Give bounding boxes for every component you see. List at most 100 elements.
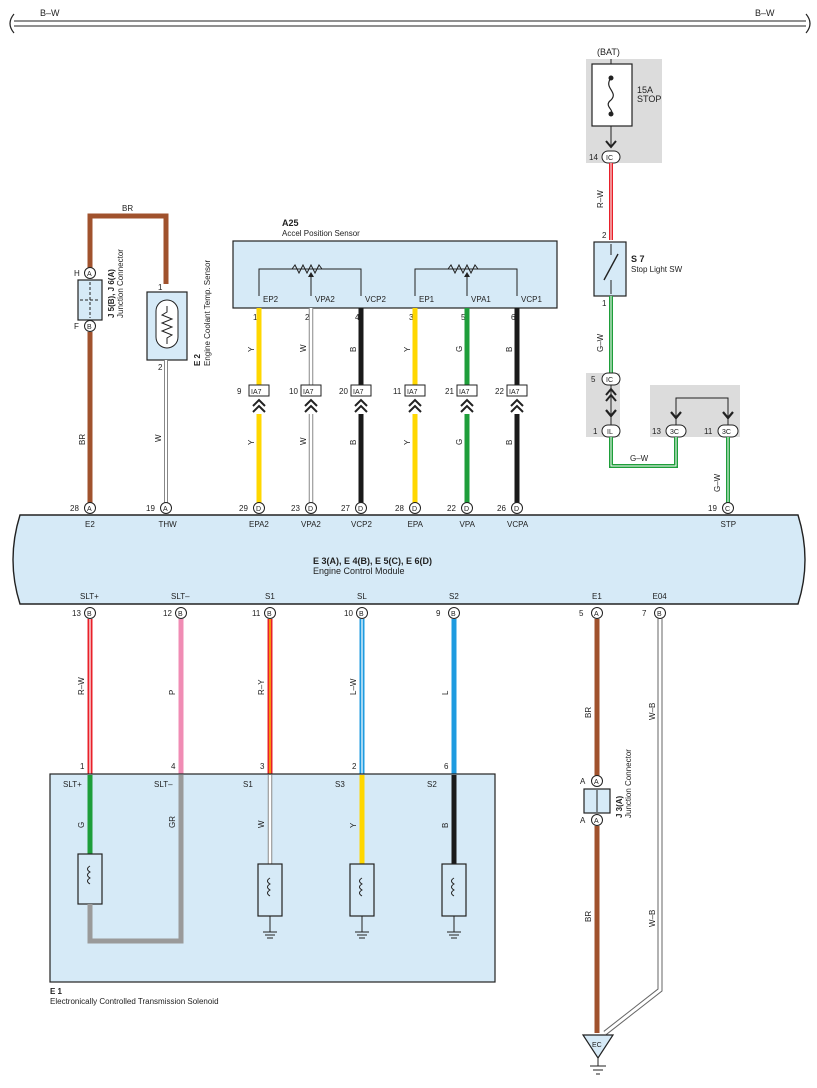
fuse-box [591, 63, 633, 127]
ia7-label-2: IA7 [353, 389, 364, 396]
solenoid-term-4: S2 [427, 780, 437, 789]
ecm-bottom-term-2: S1 [265, 592, 275, 601]
j3-conn-bottom [591, 814, 603, 826]
ecm-top-conn-4 [355, 502, 367, 514]
stop-sw-code: S 7 [631, 254, 645, 264]
wire-br-e2: BR [78, 434, 87, 445]
accel-pin-2: 2 [305, 313, 310, 322]
solenoid-term-0: SLT+ [63, 780, 82, 789]
jc-top-desc: Junction Connector [116, 249, 125, 318]
stop-sw-pin-2: 2 [602, 231, 607, 240]
pin-14: 14 [589, 153, 598, 162]
accel-wire-color-3: Y [403, 346, 412, 352]
ia7-chevron-0 [252, 398, 266, 413]
pin-5-ic: 5 [591, 375, 596, 384]
coolant-pin-2: 2 [158, 363, 163, 372]
accel-term-vcp2: VCP2 [365, 295, 386, 304]
solenoid-term-3: S3 [335, 780, 345, 789]
conn-3c-11-label: 3C [722, 429, 731, 436]
ia7-label-3: IA7 [407, 389, 418, 396]
accel-pin-6: 6 [511, 313, 516, 322]
ia7-pin-4: 21 [445, 387, 454, 396]
ecm-wire-color-1: P [168, 690, 177, 695]
ecm-top-pin-7: 26 [497, 504, 506, 513]
ecm-term-vcp2: VCP2 [351, 520, 372, 529]
ecm-bottom-term-3: SL [357, 592, 367, 601]
ia7-connector-4 [456, 384, 478, 397]
ecm-wire-color-0: R–W [77, 677, 86, 695]
wire-gw-horizontal: G–W [630, 454, 649, 463]
wire-gw-stp: G–W [713, 473, 722, 492]
pin-1-il: 1 [593, 427, 598, 436]
ecm-top-pin-5: 28 [395, 504, 404, 513]
jc-top-conn-b [84, 320, 96, 332]
pin-11-3c: 11 [704, 427, 713, 436]
ecm-top-pin-6: 22 [447, 504, 456, 513]
ecm-wire-color-4: L [441, 690, 450, 695]
ecm-bottom-pin-2: 11 [252, 609, 261, 618]
ia7-chevron-3 [408, 398, 422, 413]
accel-pin-3: 3 [409, 313, 414, 322]
accel-term-vpa1: VPA1 [471, 295, 491, 304]
connector-ic-bottom-label: IC [606, 377, 613, 384]
solenoid-coil-0 [77, 853, 103, 905]
solenoid-wire-color-1: GR [168, 816, 177, 828]
ia7-chevron-4 [460, 398, 474, 413]
ecm-wire-color-3: L–W [349, 678, 358, 695]
ground-icon-3 [355, 931, 369, 939]
wire-gw-stop: G–W [596, 333, 605, 352]
accel-wire-color-lower-2: B [349, 440, 358, 445]
ecm-top-conn-label-5: D [412, 506, 417, 513]
connector-il-label: IL [607, 429, 613, 436]
wire-wb-e04 [603, 619, 663, 1035]
ecm-bottom-conn-1 [175, 607, 187, 619]
solenoid-wire-color-0: G [77, 822, 86, 828]
ecm-bottom-pin-5: 5 [579, 609, 584, 618]
ecm-top-conn-1 [160, 502, 172, 514]
ground-icon-4 [447, 931, 461, 939]
ecm-wire-color-2: R–Y [257, 679, 266, 695]
accel-term-ep2: EP2 [263, 295, 279, 304]
coolant-pin-1: 1 [158, 283, 163, 292]
ecm-bottom-conn-label-4: B [451, 611, 456, 618]
pin-13-3c: 13 [652, 427, 661, 436]
ecm-top-conn-8 [722, 502, 734, 514]
wire-br-e1-label: BR [584, 707, 593, 718]
accel-wire-color-lower-4: G [455, 439, 464, 445]
accel-term-vpa2: VPA2 [315, 295, 335, 304]
solenoid-code: E 1 [50, 987, 63, 996]
stop-sw-pin-1: 1 [602, 299, 607, 308]
ecm-term-vpa2: VPA2 [301, 520, 321, 529]
ia7-connector-1 [300, 384, 322, 397]
ecm-name: Engine Control Module [313, 566, 405, 576]
ecm-top-conn-0 [84, 502, 96, 514]
accel-wire-color-5: B [505, 347, 514, 352]
ecm-top-conn-3 [305, 502, 317, 514]
ecm-top-conn-label-2: D [256, 506, 261, 513]
ia7-pin-3: 11 [393, 387, 402, 396]
ecm-term-epa2: EPA2 [249, 520, 269, 529]
accel-wire-color-2: B [349, 347, 358, 352]
bus-label-left: B–W [40, 8, 60, 18]
j3-conn-top [591, 775, 603, 787]
bat-label: (BAT) [597, 47, 620, 57]
ecm-bottom-conn-0 [84, 607, 96, 619]
ia7-pin-5: 22 [495, 387, 504, 396]
ecm-top-conn-2 [253, 502, 265, 514]
ecm-bottom-pin-0: 13 [72, 609, 81, 618]
ia7-label-1: IA7 [303, 389, 314, 396]
ia7-chevron-2 [354, 398, 368, 413]
coil-icon-3 [359, 877, 363, 897]
ecm-code: E 3(A), E 4(B), E 5(C), E 6(D) [313, 556, 432, 566]
ground-icon-2 [263, 931, 277, 939]
ecm-top-conn-label-8: C [725, 506, 730, 513]
ecm-top-pin-2: 29 [239, 504, 248, 513]
fuse-name: STOP [637, 94, 661, 104]
ecm-top-pin-8: 19 [708, 504, 717, 513]
ground-symbol-icon [590, 1065, 606, 1075]
engine-control-module [12, 514, 806, 605]
ecm-top-conn-5 [409, 502, 421, 514]
j3-conn-bottom-label: A [594, 818, 599, 825]
ia7-pin-0: 9 [237, 387, 242, 396]
